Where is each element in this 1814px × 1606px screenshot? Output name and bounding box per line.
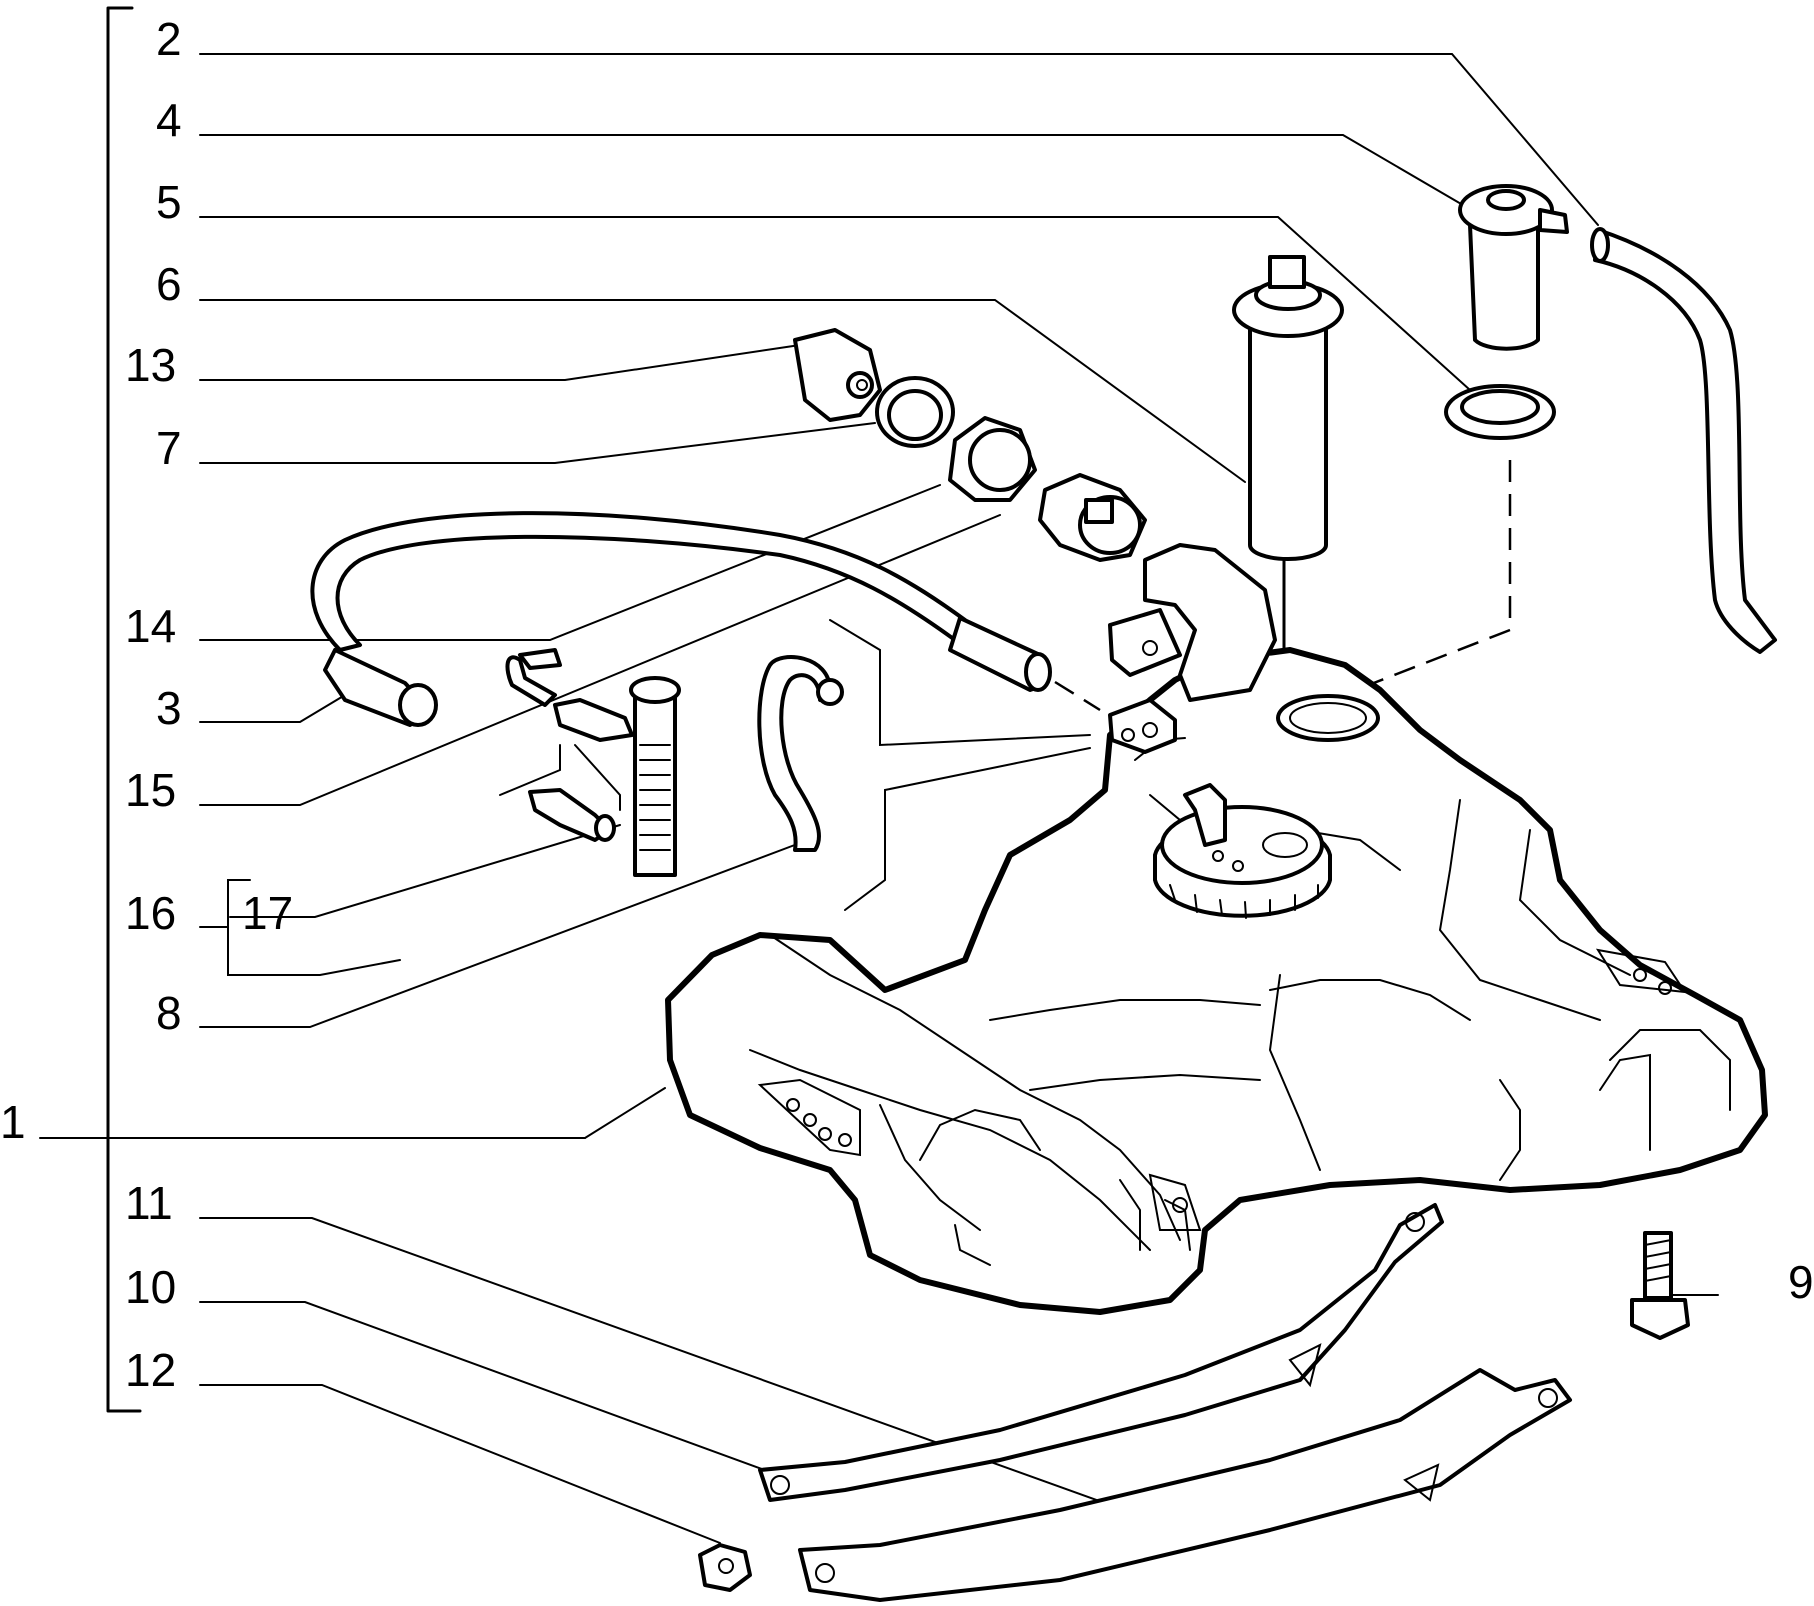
callout-2: 2 (156, 13, 182, 65)
callout-11: 11 (125, 1177, 173, 1229)
tank-openings (1153, 694, 1380, 919)
fuel-hose (310, 511, 1052, 727)
strap-nut (698, 1543, 752, 1592)
tank-strap-upper (758, 1203, 1444, 1502)
callout-labels: 2 4 5 6 13 7 14 3 15 16 17 8 1 11 10 12 … (0, 13, 1814, 1396)
fuel-sender-unit (1232, 255, 1344, 561)
callout-5: 5 (156, 176, 182, 228)
filler-gasket (875, 376, 955, 448)
callout-12: 12 (125, 1344, 176, 1396)
bent-hose (757, 655, 844, 852)
callout-6: 6 (156, 258, 182, 310)
callout-10: 10 (125, 1261, 176, 1313)
strap-bolt (1630, 1231, 1690, 1340)
callout-3: 3 (156, 682, 182, 734)
vent-valve (1458, 184, 1569, 351)
callout-16: 16 (125, 887, 176, 939)
callout-1: 1 (0, 1096, 26, 1148)
callout-9: 9 (1788, 1256, 1814, 1308)
breather-assembly (505, 648, 681, 877)
callout-13: 13 (125, 339, 176, 391)
callout-14: 14 (125, 600, 176, 652)
filler-neck-stub (1108, 543, 1277, 754)
callout-17: 17 (242, 887, 293, 939)
fuel-tank-body (665, 647, 1768, 1315)
tank-strap-lower (798, 1368, 1572, 1602)
callout-4: 4 (156, 94, 182, 146)
filler-sleeve (948, 416, 1037, 502)
seal-ring (1444, 384, 1556, 440)
callout-8: 8 (156, 987, 182, 1039)
filler-connector (1038, 473, 1147, 562)
callout-7: 7 (156, 422, 182, 474)
filler-cap (793, 328, 882, 422)
vent-hose (1593, 228, 1777, 654)
leader-lines (39, 53, 1719, 1544)
callout-15: 15 (125, 764, 176, 816)
group-bracket (106, 6, 142, 1413)
